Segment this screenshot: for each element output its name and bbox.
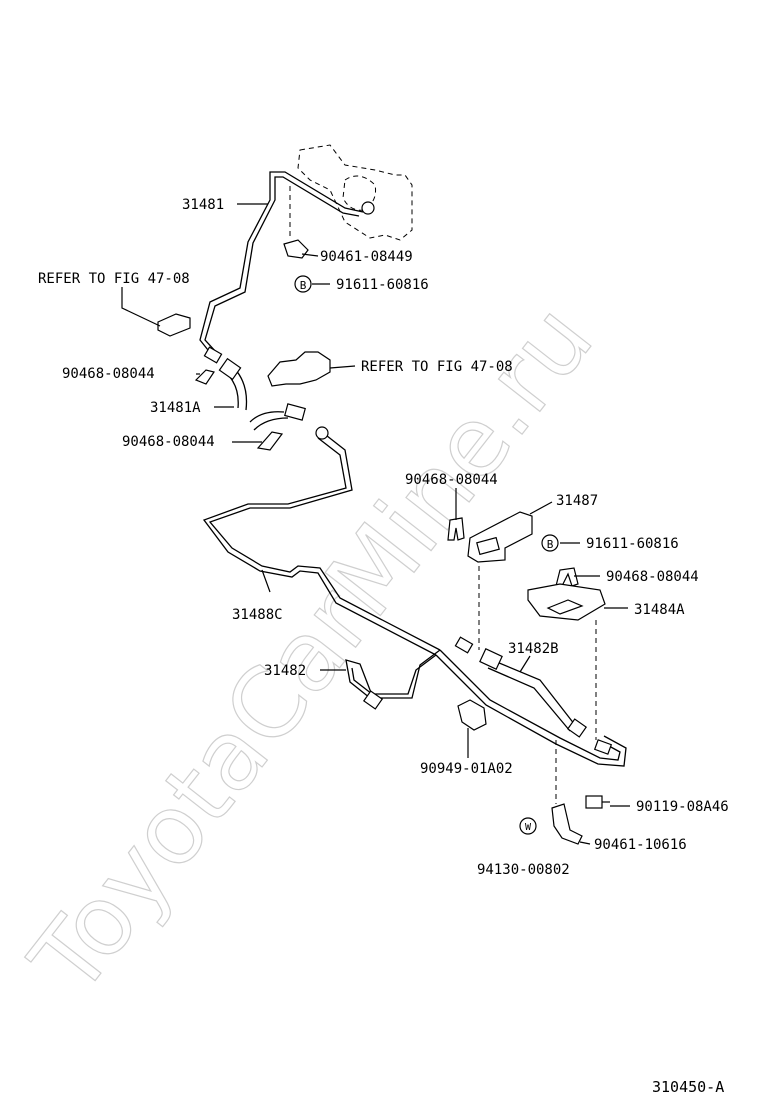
label-31487: 31487 — [556, 493, 598, 509]
label-91611-60816-top: 91611-60816 — [336, 277, 429, 293]
label-31484A: 31484A — [634, 602, 685, 618]
label-90461-08449: 90461-08449 — [320, 249, 413, 265]
leader-lines — [121, 203, 630, 845]
clip-90468-08044-d — [555, 567, 579, 587]
label-31482B: 31482B — [508, 641, 559, 657]
clip-90461-08449 — [283, 239, 309, 259]
figure-code: 310450-A — [652, 1078, 724, 1096]
label-90119-08A46: 90119-08A46 — [636, 799, 729, 815]
label-refer-fig-47-08-right: REFER TO FIG 47-08 — [361, 359, 513, 375]
clip-90468-08044-c — [447, 517, 465, 541]
label-90468-08044-b: 90468-08044 — [122, 434, 215, 450]
label-90468-08044-d: 90468-08044 — [606, 569, 699, 585]
hose-31482B — [491, 659, 576, 726]
b-marker-mid: B — [541, 534, 559, 552]
label-90461-10616: 90461-10616 — [594, 837, 687, 853]
label-31481: 31481 — [182, 197, 224, 213]
svg-text:W: W — [525, 822, 532, 833]
clip-90468-08044-a — [194, 369, 215, 385]
label-refer-fig-47-08-left: REFER TO FIG 47-08 — [38, 271, 190, 287]
label-31482: 31482 — [264, 663, 306, 679]
label-90468-08044-c: 90468-08044 — [405, 472, 498, 488]
clamp-90949-01A02 — [457, 699, 487, 731]
svg-text:B: B — [300, 279, 307, 292]
label-91611-60816-mid: 91611-60816 — [586, 536, 679, 552]
flare-nut-31481 — [203, 346, 223, 364]
clip-block-refer-47-08 — [267, 351, 331, 387]
label-31481A: 31481A — [150, 400, 201, 416]
clamp-90461-10616 — [551, 803, 583, 845]
svg-text:B: B — [547, 538, 554, 551]
bracket-refer-47-08 — [157, 313, 191, 337]
label-94130-00802: 94130-00802 — [477, 862, 570, 878]
flare-nut-31482 — [362, 690, 384, 710]
clip-90468-08044-b — [256, 431, 284, 451]
bolt-90119-08A46 — [585, 795, 610, 809]
pipe-31482 — [345, 649, 441, 701]
label-90949-01A02: 90949-01A02 — [420, 761, 513, 777]
label-90468-08044-a: 90468-08044 — [62, 366, 155, 382]
pipe-31488C — [208, 431, 441, 651]
pipe-31481 — [199, 171, 364, 356]
master-cylinder-outline — [297, 144, 413, 241]
b-marker-top: B — [294, 275, 312, 293]
w-marker: W — [519, 817, 537, 835]
label-31488C: 31488C — [232, 607, 283, 623]
